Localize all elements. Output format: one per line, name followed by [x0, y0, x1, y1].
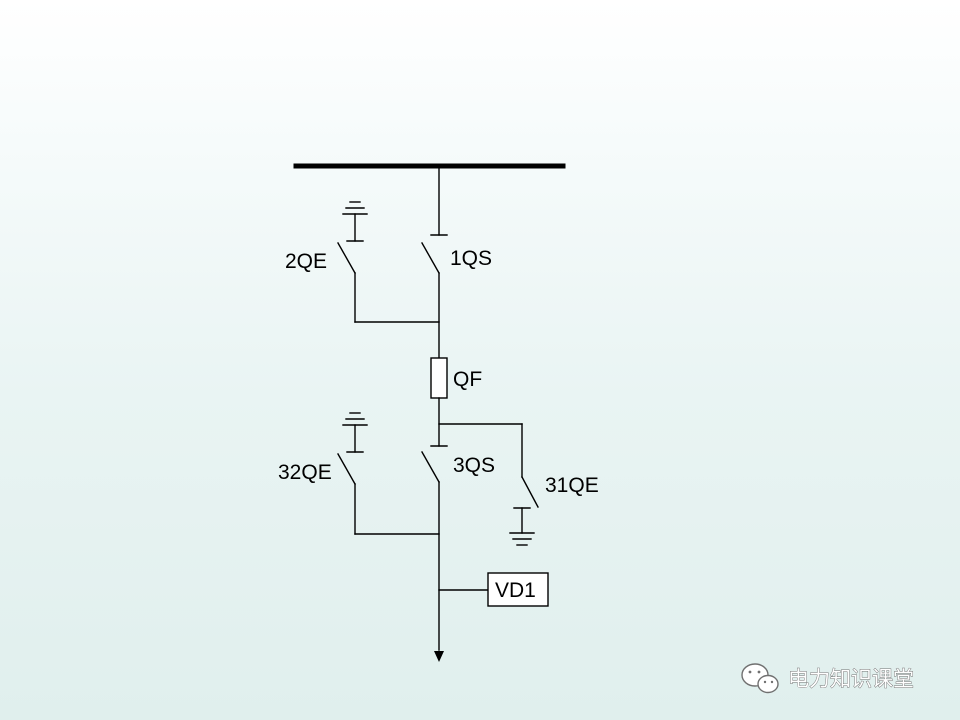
label-32qe: 32QE — [278, 461, 332, 484]
disconnector-1qs — [421, 165, 448, 359]
label-3qs: 3QS — [453, 454, 495, 477]
device-vd1 — [438, 572, 549, 607]
label-qf: QF — [453, 368, 482, 391]
label-1qs: 1QS — [450, 247, 492, 270]
label-31qe: 31QE — [545, 474, 599, 497]
watermark-text: 电力知识课堂 — [788, 667, 914, 691]
outgoing-arrow-icon — [434, 651, 444, 662]
earthing-switch-2qe — [337, 201, 440, 323]
watermark: 电力知识课堂 — [741, 663, 914, 694]
circuit-breaker-qf — [430, 357, 448, 447]
label-vd1: VD1 — [495, 579, 536, 602]
label-2qe: 2QE — [285, 250, 327, 273]
disconnector-3qs — [421, 451, 440, 651]
wechat-icon — [741, 663, 779, 694]
earthing-switch-31qe — [438, 423, 539, 546]
earthing-switch-32qe — [337, 412, 440, 535]
